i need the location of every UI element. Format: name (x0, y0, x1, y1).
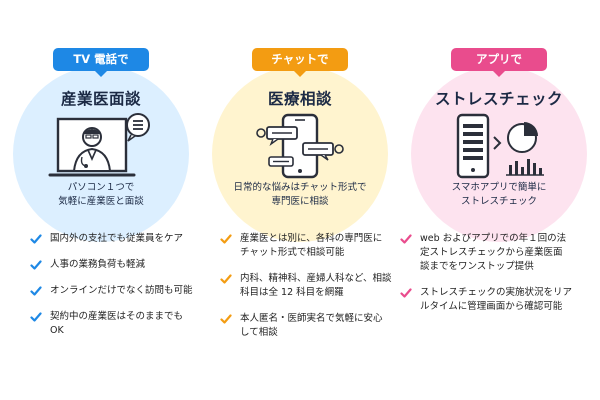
service-title: 医療相談 (267, 90, 332, 108)
check-icon (220, 314, 232, 324)
feature-item: 契約中の産業医はそのままでも OK (30, 310, 210, 338)
check-icon (30, 286, 42, 296)
feature-item: 内科、精神科、産婦人科など、相談 科目は全 12 科目を網羅 (220, 272, 400, 300)
service-description: 日常的な悩みはチャット形式で 専門医に相談 (233, 182, 367, 207)
feature-item: 本人匿名・医師実名で気軽に安心 して相談 (220, 312, 400, 340)
feature-item: オンラインだけでなく訪問も可能 (30, 284, 210, 298)
check-icon (220, 274, 232, 284)
service-badge: TV 電話で (53, 48, 149, 71)
smartphone-chat-icon (256, 113, 344, 179)
service-badge: アプリで (451, 48, 547, 71)
check-icon (30, 312, 42, 322)
feature-item: 産業医とは別に、各科の専門医に チャット形式で相談可能 (220, 232, 400, 260)
service-title: ストレスチェック (434, 90, 563, 108)
check-icon (30, 234, 42, 244)
feature-item: ストレスチェックの実施状況をリア ルタイムに管理画面から確認可能 (400, 286, 595, 314)
app-stress-chart-icon (456, 113, 544, 179)
feature-item: web およびアプリでの年１回の法 定ストレスチェックから産業医面 談までをワン… (400, 232, 595, 274)
check-icon (400, 234, 412, 244)
service-badge: チャットで (252, 48, 348, 71)
check-icon (30, 260, 42, 270)
video-call-doctor-icon (48, 113, 150, 177)
check-icon (220, 234, 232, 244)
service-title: 産業医面談 (60, 90, 141, 108)
service-circle (411, 66, 587, 242)
feature-item: 国内外の支社でも従業員をケア (30, 232, 210, 246)
feature-list-app: web およびアプリでの年１回の法 定ストレスチェックから産業医面 談までをワン… (400, 232, 595, 326)
service-description: スマホアプリで簡単に ストレスチェック (451, 182, 547, 207)
feature-item: 人事の業務負荷も軽減 (30, 258, 210, 272)
feature-list-chat: 産業医とは別に、各科の専門医に チャット形式で相談可能 内科、精神科、産婦人科な… (220, 232, 400, 352)
check-icon (400, 288, 412, 298)
service-description: パソコン１つで 気軽に産業医と面談 (58, 182, 144, 207)
feature-list-video-call: 国内外の支社でも従業員をケア 人事の業務負荷も軽減 オンラインだけでなく訪問も可… (30, 232, 210, 350)
